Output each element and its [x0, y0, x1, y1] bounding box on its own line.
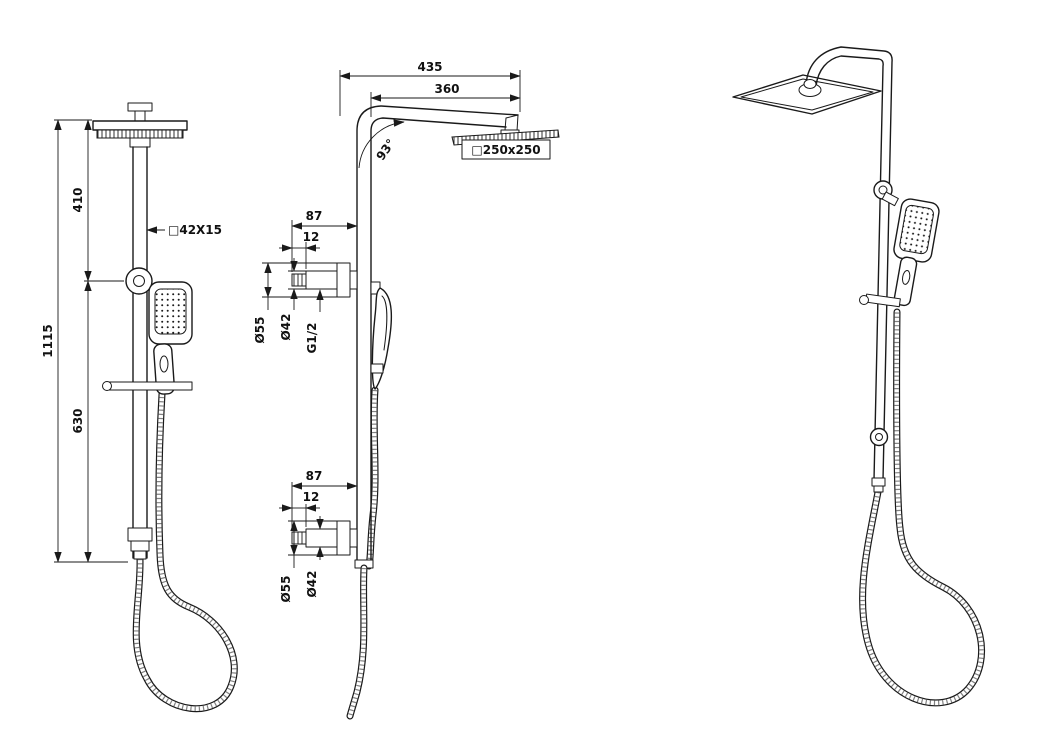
dim-arm-reach-label: 360 [434, 82, 459, 96]
persp-rail-bottom-cap [871, 477, 886, 487]
side-bottom-hose [346, 564, 368, 720]
side-upper-inlet-dimensions: 87 12 Ø55 Ø42 G1/2 [253, 209, 358, 354]
upper-inlet-flange [336, 262, 351, 298]
upper-inlet-thread [291, 273, 307, 287]
persp-head-connector [798, 79, 822, 97]
lower-thread-length-label: 12 [303, 490, 320, 504]
side-lower-inlet [291, 520, 358, 556]
arm-angle-label: 93° [373, 136, 397, 163]
side-upper-inlet [291, 262, 358, 298]
upper-offset-label: 87 [306, 209, 323, 223]
lower-offset-label: 87 [306, 469, 323, 483]
front-rail [129, 137, 151, 559]
side-slider-bracket [370, 363, 384, 374]
angle-arc [358, 119, 405, 169]
dim-upper-height-label: 410 [71, 187, 85, 212]
front-hose [132, 390, 238, 713]
perspective-view [732, 46, 986, 707]
lower-flange-diameter-label: Ø55 [279, 576, 293, 603]
front-ceiling-fitting [127, 102, 153, 122]
upper-inlet-pipe [305, 270, 338, 290]
head-size-box [461, 139, 551, 160]
upper-pipe-diameter-label: Ø42 [279, 314, 293, 341]
front-slider-bar [102, 381, 193, 391]
rail-profile-label: □42X15 [168, 223, 222, 237]
side-view: 435 360 93° □250x250 87 12 Ø55 [253, 60, 560, 720]
front-upper-bracket [125, 267, 153, 295]
persp-lower-bracket [869, 427, 889, 447]
persp-slider-bar [859, 293, 901, 308]
persp-hand-shower-button [901, 269, 911, 285]
upper-flange-diameter-label: Ø55 [253, 317, 267, 344]
lower-inlet-pipe [305, 528, 338, 548]
front-view: 1115 410 630 □42X15 [41, 102, 238, 713]
persp-hand-shower [893, 198, 940, 307]
front-hand-shower [148, 281, 193, 395]
front-hand-shower-button [159, 355, 169, 373]
persp-hose [859, 308, 986, 707]
upper-thread-label: G1/2 [305, 323, 319, 354]
persp-rail-and-arm [805, 46, 893, 493]
dim-overall-reach-label: 435 [417, 60, 442, 74]
front-shower-head [92, 120, 188, 139]
front-head-nozzle-face [96, 129, 184, 139]
dim-lower-height-label: 630 [71, 408, 85, 433]
upper-thread-length-label: 12 [303, 230, 320, 244]
side-lower-inlet-dimensions: 87 12 Ø55 Ø42 [279, 469, 358, 603]
front-bottom-outlet [127, 527, 153, 560]
lower-inlet-flange [336, 520, 351, 556]
head-size-label: □250x250 [471, 143, 540, 157]
dim-total-height-label: 1115 [41, 324, 55, 357]
persp-hand-shower-spray-face [899, 204, 934, 255]
front-hand-shower-spray-face [154, 288, 187, 335]
side-top-dimensions: 435 360 93° □250x250 [339, 60, 551, 169]
side-hand-shower [370, 281, 393, 390]
front-dimensions: 1115 410 630 □42X15 [41, 119, 222, 563]
side-hand-hose [365, 386, 379, 570]
persp-upper-bracket [873, 180, 899, 207]
lower-pipe-diameter-label: Ø42 [305, 571, 319, 598]
